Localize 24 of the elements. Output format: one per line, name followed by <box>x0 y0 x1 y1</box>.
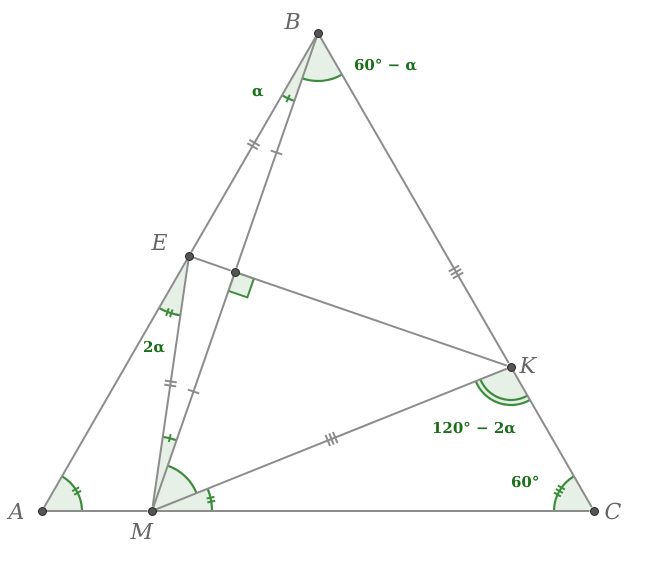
point-dot <box>230 268 240 276</box>
line-segment <box>319 36 510 364</box>
angle-label: α <box>252 84 264 99</box>
line-segment <box>152 276 234 508</box>
point-label: B <box>284 12 301 34</box>
angle-label: 120° − 2α <box>432 421 516 436</box>
point-label: C <box>604 502 622 524</box>
line-segment <box>512 370 593 508</box>
point-label: K <box>520 356 536 378</box>
line-segment <box>156 510 590 512</box>
angle-label: 60° <box>511 475 540 490</box>
point-label: E <box>152 232 168 254</box>
angle-label: 60° − α <box>354 58 417 73</box>
point-label: A <box>8 502 24 524</box>
line-segment <box>238 272 508 366</box>
point-label: M <box>130 522 154 544</box>
line-segment <box>46 510 148 512</box>
line-segment <box>156 368 508 510</box>
line-segment <box>43 259 188 508</box>
line-segment <box>236 36 318 268</box>
line-segment <box>152 260 190 507</box>
angle-label: 2α <box>143 340 165 355</box>
line-segment <box>190 36 317 253</box>
line-segment <box>192 256 232 272</box>
